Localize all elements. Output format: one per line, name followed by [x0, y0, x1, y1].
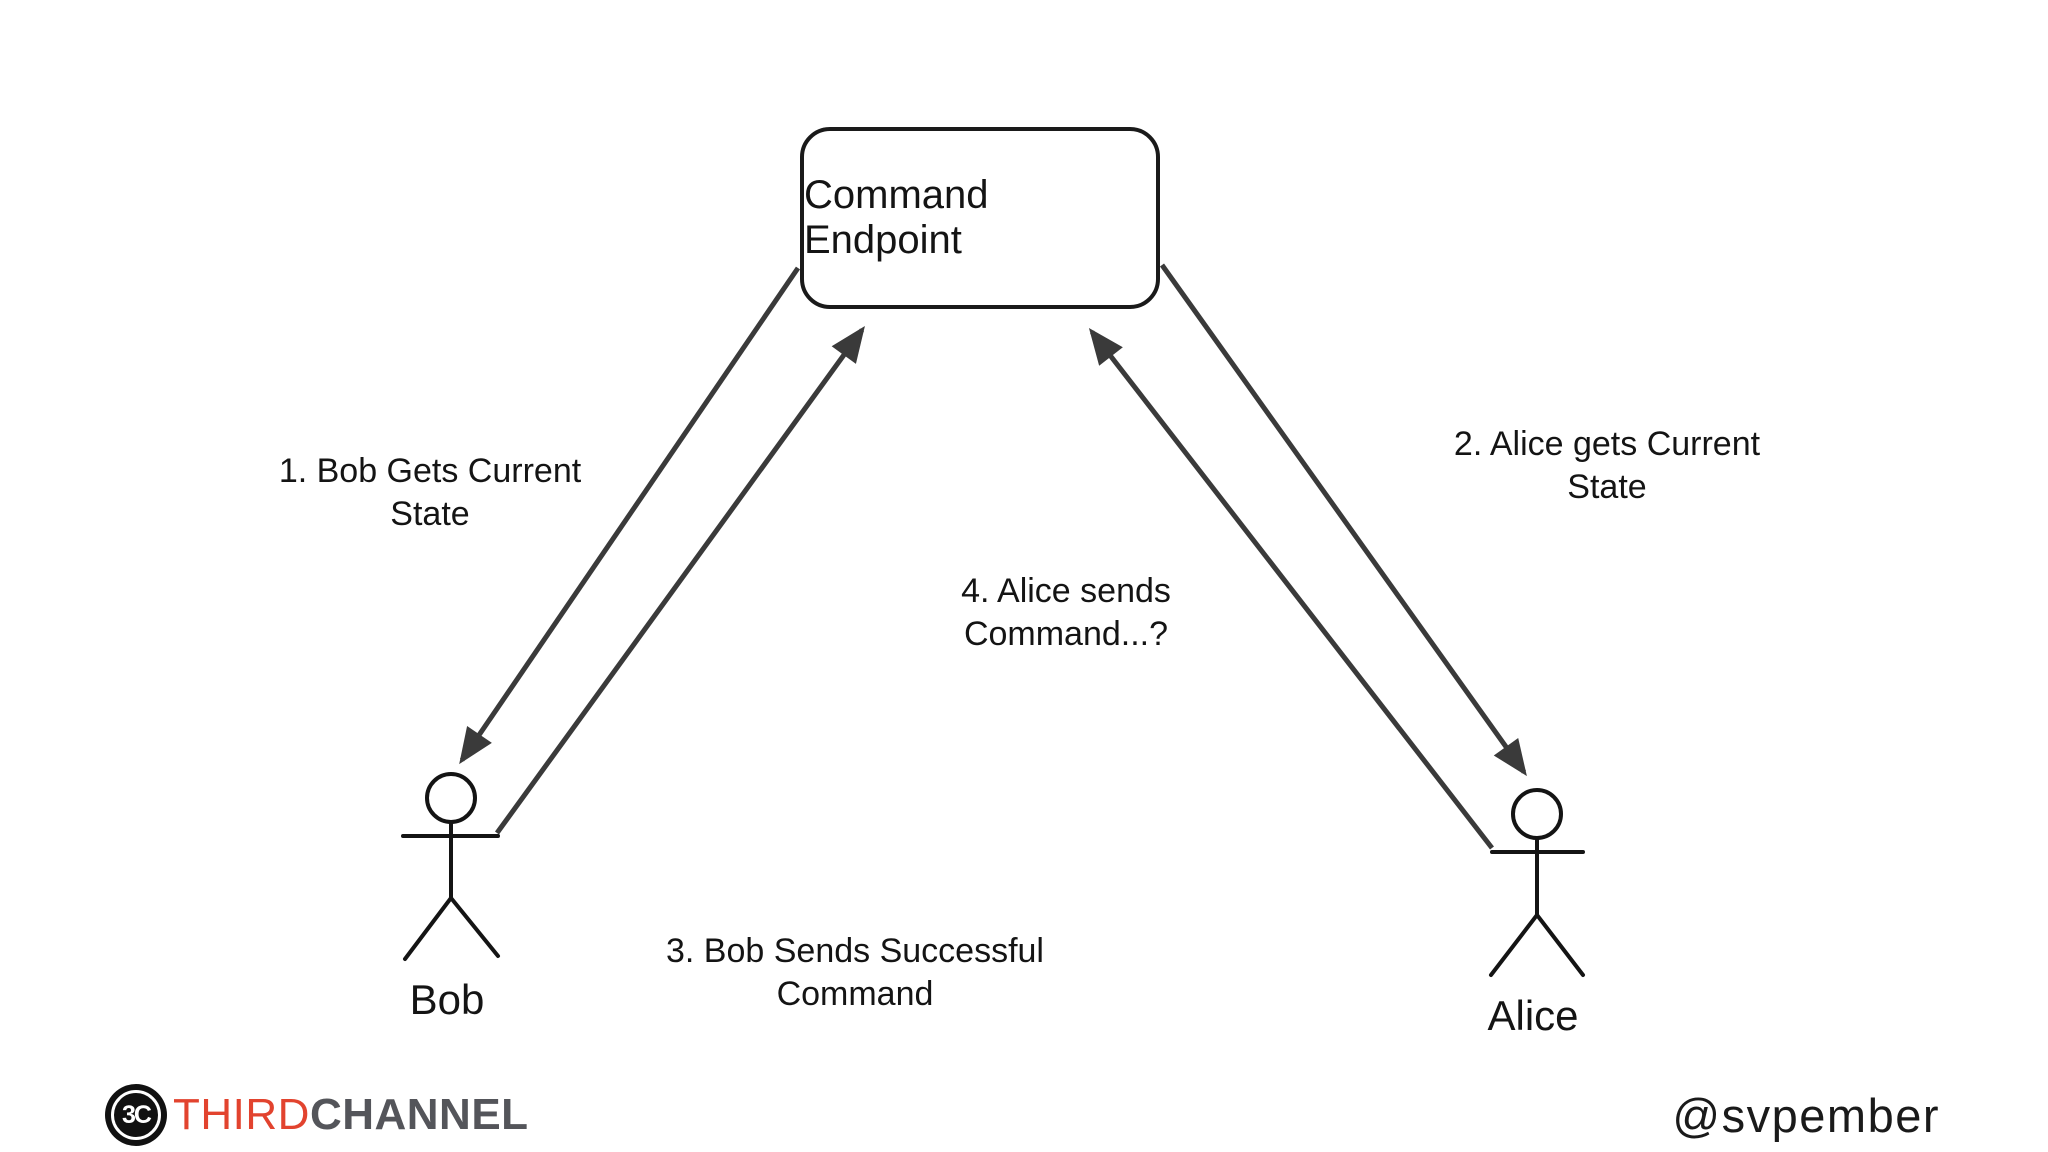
logo-text-third: THIRD — [173, 1090, 310, 1139]
bob-stick-figure — [401, 772, 500, 961]
thirdchannel-logo: 3C THIRDCHANNEL — [105, 1084, 529, 1146]
bob-head — [425, 772, 477, 824]
step-label-1: 1. Bob Gets Current State — [278, 452, 582, 533]
bob-label: Bob — [409, 976, 485, 1023]
twitter-handle: @svpember — [1672, 1089, 1940, 1142]
command-endpoint-box: Command Endpoint — [800, 127, 1160, 309]
bob-leg-right — [449, 896, 500, 958]
arrow-alice-to-endpoint — [1088, 328, 1494, 850]
alice-leg-left — [1489, 913, 1539, 977]
alice-label: Alice — [1487, 992, 1579, 1039]
step-label-4: 4. Alice sends Command...? — [961, 572, 1171, 653]
arrow-endpoint-to-bob — [459, 266, 801, 765]
command-endpoint-label: Command Endpoint — [804, 173, 989, 262]
3c-icon: 3C — [111, 1090, 161, 1140]
thirdchannel-logo-icon: 3C — [105, 1084, 167, 1146]
thirdchannel-logo-text: THIRDCHANNEL — [173, 1090, 529, 1140]
alice-stick-figure — [1489, 788, 1585, 977]
bob-leg-left — [403, 896, 453, 961]
arrow-bob-to-endpoint — [494, 325, 865, 835]
step-label-2: 2. Alice gets Current State — [1453, 425, 1761, 506]
alice-leg-right — [1535, 913, 1585, 977]
step-label-3: 3. Bob Sends Successful Command — [665, 932, 1044, 1013]
alice-head — [1511, 788, 1563, 840]
logo-text-channel: CHANNEL — [309, 1090, 529, 1139]
arrow-endpoint-to-alice — [1159, 263, 1527, 777]
